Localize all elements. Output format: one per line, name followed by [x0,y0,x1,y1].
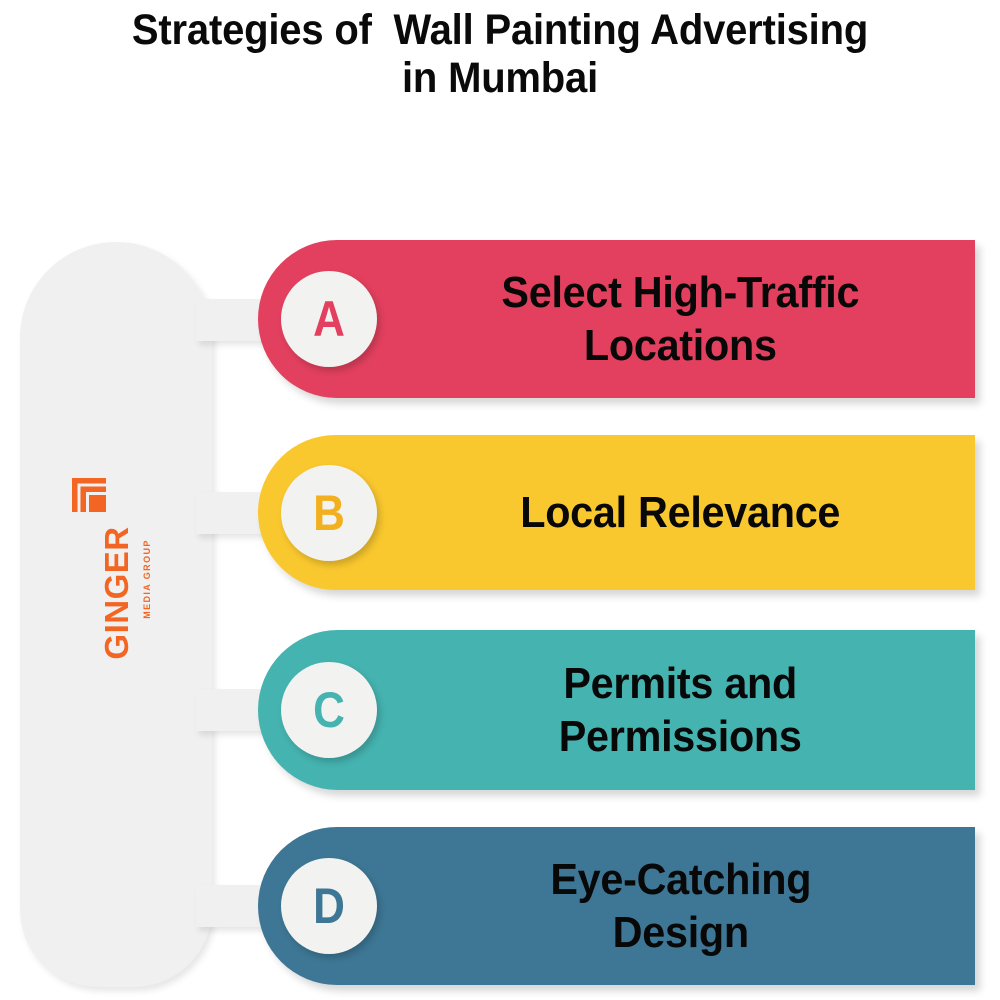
step-bar-d [258,827,975,985]
step-badge-a: A [281,271,377,367]
step-badge-d: D [281,858,377,954]
brand-panel [20,242,212,987]
step-bar-c [258,630,975,790]
step-letter-c: C [313,682,345,738]
step-row-b[interactable]: Local Relevance B [258,435,975,590]
brand-subtitle: MEDIA GROUP [142,539,152,619]
title-line-2: in Mumbai [401,54,599,102]
step-label-text-b: Local Relevance [520,488,841,537]
step-badge-b: B [281,464,377,561]
brand-name: GINGER [98,526,135,660]
nested-corners-logo-icon [72,478,106,512]
brand-logo: GINGER MEDIA GROUP [62,470,162,670]
step-bar-a [258,240,975,398]
step-letter-a: A [313,291,345,347]
step-badge-c: C [281,662,377,758]
page-title: Strategies of Wall Painting Advertising … [0,6,1000,102]
step-label-b: Local Relevance [408,435,953,590]
step-letter-d: D [313,878,345,934]
step-bar-b [258,435,975,590]
step-letter-b: B [313,484,345,541]
title-line-1: Strategies of Wall Painting Advertising [131,6,869,54]
brand-logo-text: GINGER MEDIA GROUP [62,516,162,666]
